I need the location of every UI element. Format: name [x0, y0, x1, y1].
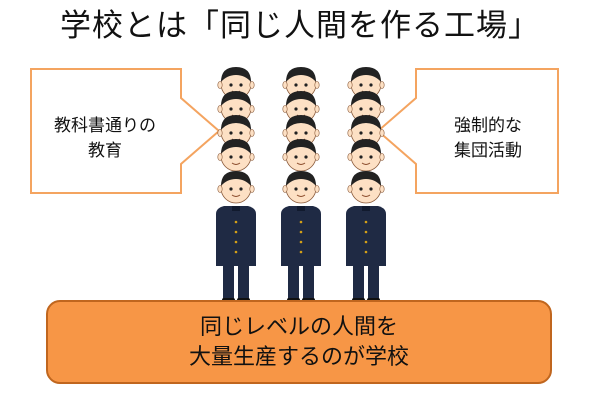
left-arrow-line1: 教科書通りの: [54, 116, 156, 136]
student-head-icon: [217, 170, 255, 204]
right-arrow-line2: 集団活動: [454, 141, 522, 161]
student-head-icon: [282, 170, 320, 204]
student-head-icon: [282, 138, 320, 172]
right-arrow-line1: 強制的な: [454, 116, 522, 136]
student-body-icon: [281, 206, 321, 303]
left-arrow-line2: 教育: [88, 141, 122, 161]
page-title: 学校とは「同じ人間を作る工場」: [60, 8, 540, 44]
conclusion-box: 同じレベルの人間を 大量生産するのが学校: [46, 300, 552, 384]
student-body-icon: [346, 206, 386, 303]
student-body-icon: [216, 206, 256, 303]
student-column-1: [216, 66, 256, 303]
student-head-icon: [347, 170, 385, 204]
student-head-icon: [347, 138, 385, 172]
right-arrow-label: 強制的な 集団活動: [418, 114, 558, 164]
conclusion-line1: 同じレベルの人間を: [199, 315, 398, 340]
right-arrow-shape: [376, 68, 559, 194]
left-arrow-label: 教科書通りの 教育: [40, 114, 170, 164]
student-column-2: [281, 66, 321, 303]
left-arrow-shape: [30, 68, 221, 194]
students-illustration: [216, 66, 386, 303]
student-head-icon: [217, 138, 255, 172]
conclusion-line2: 大量生産するのが学校: [188, 345, 409, 370]
student-column-3: [346, 66, 386, 303]
